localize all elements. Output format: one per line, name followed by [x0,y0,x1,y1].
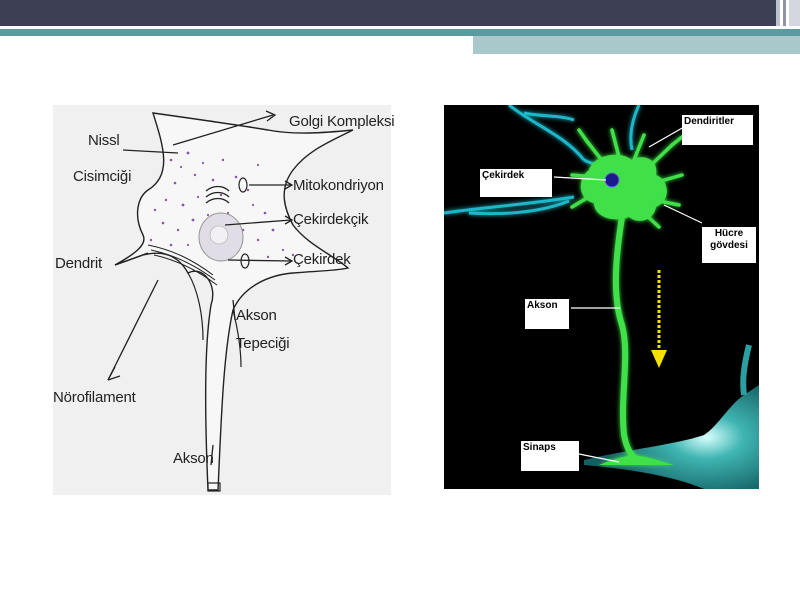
label-akson-tepecigi-1: Akson [236,307,277,324]
label-hucre-line1: Hücre [714,228,744,239]
slide-top-bar [0,0,776,26]
nucleus-dot [604,172,620,188]
slide-top-bar-edge [783,0,786,26]
axon-end [207,482,221,492]
input-dendrites [444,105,641,216]
label-sinaps: Sinaps [521,441,579,471]
mitochondrion-shape [240,253,250,269]
pointer-lines [107,114,292,466]
target-dendrite [740,344,752,396]
neurofilaments [147,244,218,286]
slide-top-bar-edge [789,0,800,26]
pointer-lines [553,126,703,463]
label-akson-right: Akson [525,299,569,329]
pointer-arrowheads [265,110,294,266]
label-cekirdek-right: Çekirdek [480,169,552,197]
label-norofilament: Nörofilament [53,389,136,406]
green-neuron [570,128,684,465]
mitochondrion-shape [238,177,248,193]
signal-direction-arrow [651,270,667,368]
neuron-glow-diagram: Dendiritler Çekirdek Hücre gövdesi Akson… [444,105,759,489]
axon-hillock-line [187,272,204,341]
neuron-glow-drawing [444,105,759,489]
label-cekirdekcik: Çekirdekçik [293,211,369,228]
nissl-bodies [149,151,295,259]
label-hucre-line2: gövdesi [710,240,748,251]
label-dendiritler: Dendiritler [682,115,753,145]
nucleolus-shape [209,225,229,245]
slide-teal-block [473,36,800,54]
label-mitokondriyon: Mitokondriyon [293,177,384,194]
label-cisimcigi: Cisimciği [73,168,132,185]
label-golgi: Golgi Kompleksi [289,113,395,130]
slide-teal-line [0,29,800,36]
label-akson: Akson [173,450,214,467]
golgi-stack [205,185,230,204]
neuron-cell-body-drawing [107,110,354,492]
neuron-cell-body-diagram: Nissl Cisimciği Golgi Kompleksi Mitokond… [53,105,395,495]
label-akson-tepecigi-2: Tepeciği [236,335,290,352]
label-dendrit: Dendrit [55,255,102,272]
target-neuron [584,385,759,489]
label-cekirdek: Çekirdek [293,251,351,268]
label-nissl: Nissl [88,132,120,149]
label-hucre-govdesi: Hücre gövdesi [702,227,756,263]
slide-top-bar-edge [776,0,780,26]
cell-outline [114,112,354,491]
